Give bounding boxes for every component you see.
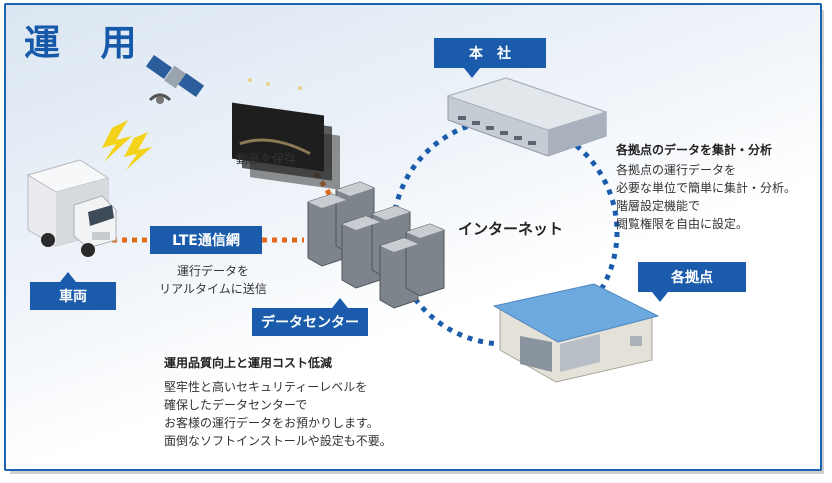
datacenter-heading: 運用品質向上と運用コスト低減 <box>164 356 333 370</box>
headquarters-description-line: 階層設定機能で <box>616 199 701 213</box>
datacenter-label-text: データセンター <box>261 315 359 331</box>
datacenter-description-line: お客様の運行データをお預かりします。 <box>164 416 379 430</box>
branch-label-tail <box>652 292 668 302</box>
vehicle-label-text: 車両 <box>59 289 87 305</box>
headquarters-label-text: 本 社 <box>469 46 511 62</box>
headquarters-label: 本 社 <box>434 38 546 78</box>
video-save-caption: 動画を保存 <box>236 152 297 166</box>
headquarters-description-line: 必要な単位で簡単に集計・分析。 <box>616 181 797 195</box>
datacenter-description-line: 面倒なソフトインストールや設定も不要。 <box>164 434 392 448</box>
branch-label: 各拠点 <box>638 262 746 302</box>
datacenter-label-tail <box>332 298 348 308</box>
datacenter-description-line: 確保したデータセンターで <box>164 398 308 412</box>
branch-label-text: 各拠点 <box>671 270 713 286</box>
internet-label: インターネット <box>458 220 564 238</box>
lte-network-label: LTE通信網 <box>150 226 262 254</box>
datacenter-label: データセンター <box>252 298 368 336</box>
headquarters-description-line: 閲覧権限を自由に設定。 <box>616 217 749 231</box>
headquarters-description-line: 各拠点の運行データを <box>616 163 737 177</box>
headquarters-heading: 各拠点のデータを集計・分析 <box>616 143 773 157</box>
lte-description-line: リアルタイムに送信 <box>159 282 267 296</box>
headquarters-description: 各拠点のデータを集計・分析 各拠点の運行データを 必要な単位で簡単に集計・分析。… <box>616 141 796 233</box>
internet-ring <box>390 117 620 347</box>
server-racks-icon <box>307 181 445 309</box>
lte-network-label-text: LTE通信網 <box>172 233 240 249</box>
satellite-icon <box>145 54 205 104</box>
lightning-icon <box>102 120 152 170</box>
datacenter-description: 運用品質向上と運用コスト低減 堅牢性と高いセキュリティーレベルを 確保したデータ… <box>164 354 392 450</box>
vehicle-label-tail <box>60 272 76 282</box>
lte-description-line: 運行データを <box>176 264 249 278</box>
datacenter-description-line: 堅牢性と高いセキュリティーレベルを <box>164 380 368 394</box>
page-title: 運 用 <box>24 23 151 64</box>
headquarters-building-icon <box>446 77 608 157</box>
video-frames-icon <box>232 78 340 190</box>
lte-description: 運行データを リアルタイムに送信 <box>150 262 276 298</box>
vehicle-label: 車両 <box>30 272 116 310</box>
truck-icon <box>26 159 117 257</box>
headquarters-label-tail <box>464 68 480 78</box>
branch-building-icon <box>492 283 660 383</box>
